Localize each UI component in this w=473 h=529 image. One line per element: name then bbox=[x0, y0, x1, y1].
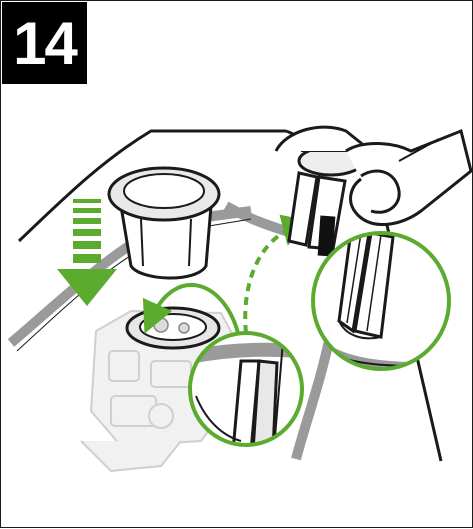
detail-circle-large bbox=[311, 231, 451, 371]
striped-down-arrow-icon bbox=[57, 199, 117, 306]
insertion-tool bbox=[287, 145, 365, 257]
socket-ring bbox=[125, 306, 221, 350]
step-number-badge: 14 bbox=[2, 2, 87, 84]
seal-cylinder bbox=[107, 166, 221, 280]
dashed-curved-arrow-icon bbox=[243, 214, 315, 334]
hand-illustration bbox=[274, 125, 473, 227]
curved-arrow-icon bbox=[142, 282, 241, 338]
